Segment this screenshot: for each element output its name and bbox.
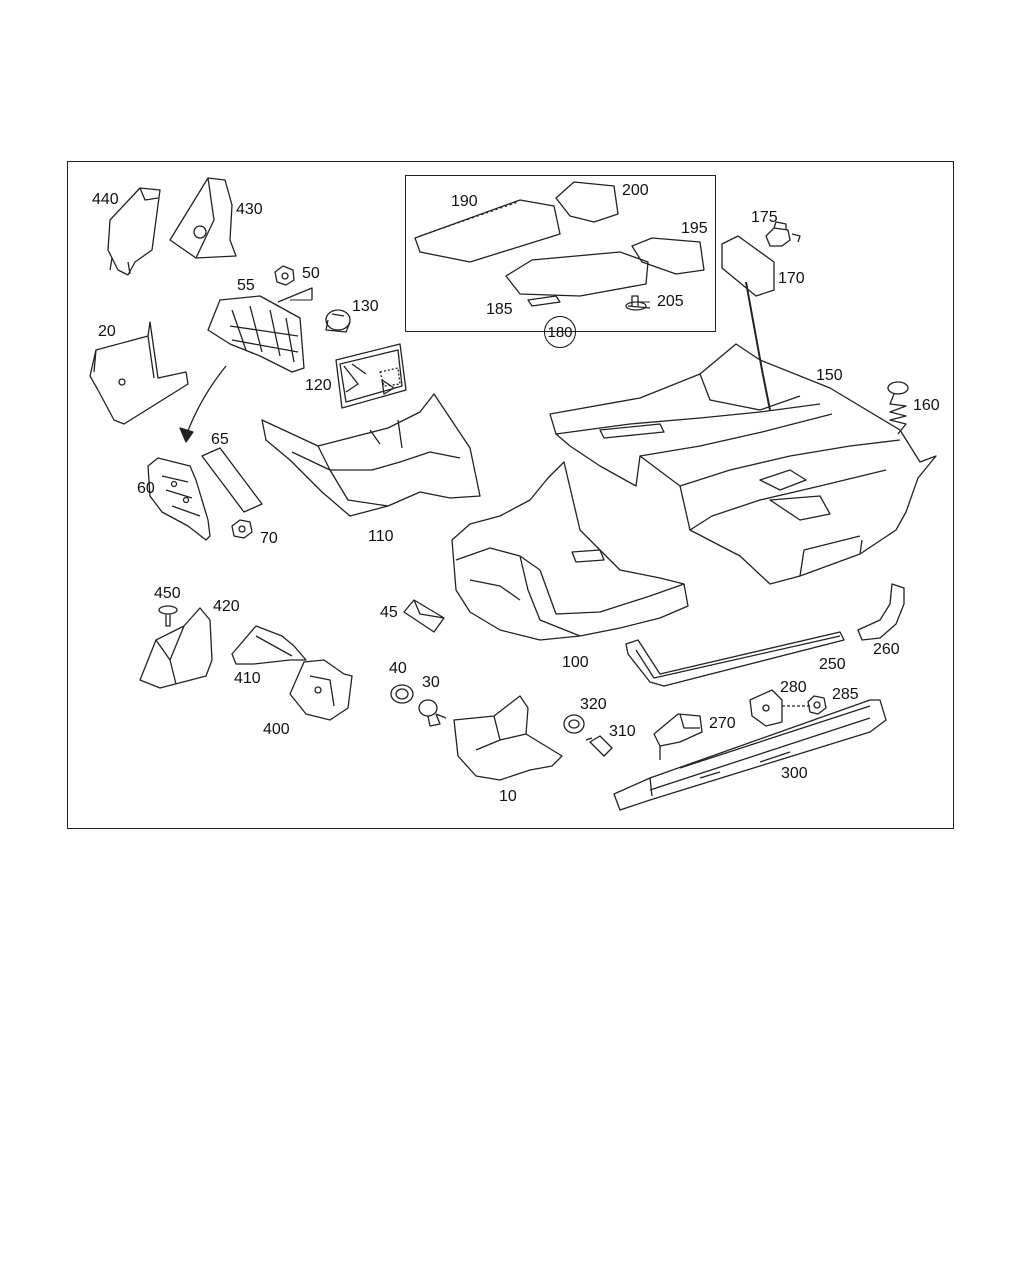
- label-450: 450: [154, 585, 181, 602]
- label-175: 175: [751, 209, 778, 226]
- label-205: 205: [657, 293, 684, 310]
- leader-170-to-150: [745, 281, 771, 411]
- part-50-nut: [274, 265, 295, 286]
- part-440-bracket: [107, 187, 161, 276]
- label-20: 20: [98, 323, 116, 340]
- label-260: 260: [873, 641, 900, 658]
- part-450-screw: [158, 605, 178, 627]
- label-430: 430: [236, 201, 263, 218]
- label-320: 320: [580, 696, 607, 713]
- label-120: 120: [305, 377, 332, 394]
- part-110-insulation: [261, 393, 481, 517]
- label-300: 300: [781, 765, 808, 782]
- label-440: 440: [92, 191, 119, 208]
- label-400: 400: [263, 721, 290, 738]
- label-270: 270: [709, 715, 736, 732]
- part-10-insulation: [453, 695, 563, 781]
- label-285: 285: [832, 686, 859, 703]
- label-40: 40: [389, 660, 407, 677]
- part-150-rear-floor: [549, 343, 937, 585]
- part-310-clip: [585, 735, 613, 757]
- part-195-mat: [631, 237, 705, 275]
- label-130: 130: [352, 298, 379, 315]
- part-300-sill: [613, 699, 887, 811]
- part-55-cover: [207, 287, 313, 373]
- part-250-trim: [625, 631, 845, 687]
- label-310: 310: [609, 723, 636, 740]
- part-260-arch: [857, 583, 905, 641]
- part-170-pad: [721, 235, 775, 297]
- part-175-clip: [765, 221, 801, 247]
- label-195: 195: [681, 220, 708, 237]
- label-100: 100: [562, 654, 589, 671]
- part-205-clip: [625, 295, 651, 311]
- leader-lines: [290, 299, 650, 303]
- label-250: 250: [819, 656, 846, 673]
- part-30-clip: [418, 699, 447, 727]
- diagram-frame: [67, 161, 954, 829]
- part-270-bracket: [653, 713, 703, 760]
- label-200: 200: [622, 182, 649, 199]
- label-150: 150: [816, 367, 843, 384]
- part-280-bracket: [749, 689, 810, 727]
- part-190-mat: [414, 199, 561, 263]
- part-160-pushpin: [887, 381, 909, 435]
- part-20-panel: [89, 321, 189, 425]
- label-180-circled: 180: [544, 316, 576, 348]
- part-320-grommet: [563, 714, 585, 734]
- part-60-plate: [147, 457, 211, 541]
- part-430-bracket: [169, 177, 237, 259]
- label-170: 170: [778, 270, 805, 287]
- part-200-mat: [555, 181, 619, 223]
- part-400-bracket: [289, 659, 353, 721]
- label-160: 160: [913, 397, 940, 414]
- part-285-nut: [807, 695, 827, 715]
- part-410-bracket: [231, 625, 307, 665]
- label-55: 55: [237, 277, 255, 294]
- part-120-mesh-cover: [335, 343, 407, 409]
- part-65-pad: [201, 447, 263, 513]
- label-45: 45: [380, 604, 398, 621]
- part-45-pad: [403, 599, 445, 633]
- arrow-55-to-60: [179, 365, 227, 443]
- label-110: 110: [368, 528, 394, 545]
- part-185-mat: [505, 251, 649, 307]
- label-190: 190: [451, 193, 478, 210]
- label-280: 280: [780, 679, 807, 696]
- label-185: 185: [486, 301, 513, 318]
- label-70: 70: [260, 530, 278, 547]
- part-40-grommet: [390, 684, 414, 704]
- part-100-front-floor: [451, 461, 689, 641]
- part-420-bracket: [139, 607, 213, 689]
- label-65: 65: [211, 431, 229, 448]
- label-420: 420: [213, 598, 240, 615]
- label-10: 10: [499, 788, 517, 805]
- label-50: 50: [302, 265, 320, 282]
- part-70-nut: [231, 519, 253, 539]
- label-30: 30: [422, 674, 440, 691]
- part-130-clip: [325, 309, 351, 333]
- label-410: 410: [234, 670, 261, 687]
- label-60: 60: [137, 480, 155, 497]
